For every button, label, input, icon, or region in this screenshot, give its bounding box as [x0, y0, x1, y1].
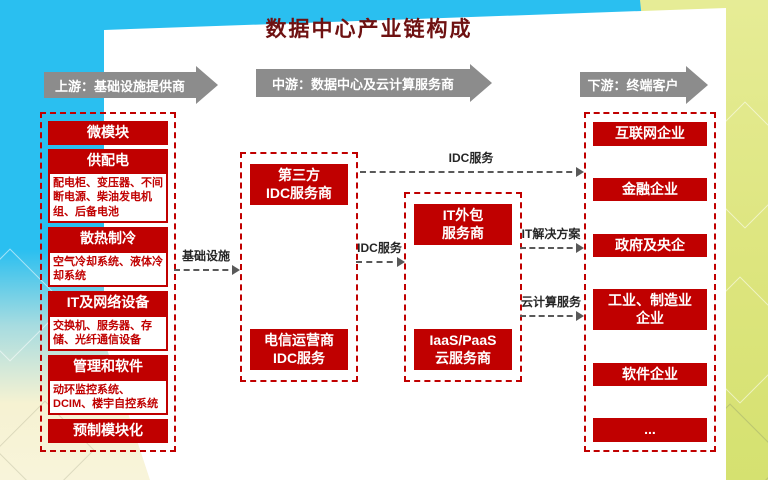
dashed-arrow	[356, 257, 405, 268]
cloud-provider-it-outsourcing: IT外包 服务商	[414, 204, 512, 245]
flow-cloud-service: 云计算服务	[520, 295, 584, 322]
upstream-item-management: 管理和软件 动环监控系统、DCIM、楼宇自控系统	[48, 355, 168, 416]
flow-it-solution: IT解决方案	[520, 227, 584, 254]
dashed-arrow	[174, 265, 240, 276]
flow-idc-service-top: IDC服务	[360, 151, 584, 178]
upstream-item-cooling-title: 散热制冷	[48, 227, 168, 251]
upstream-group: 微模块 供配电 配电柜、变压器、不间断电源、柴油发电机组、后备电池 散热制冷 空…	[40, 112, 176, 452]
cloud-provider-iaas-paas: IaaS/PaaS 云服务商	[414, 329, 512, 370]
idc-provider-thirdparty: 第三方 IDC服务商	[250, 164, 348, 205]
customer-internet: 互联网企业	[593, 122, 707, 146]
flow-idc-service-mid: IDC服务	[356, 241, 405, 268]
customer-government: 政府及央企	[593, 233, 707, 258]
upstream-item-cooling: 散热制冷 空气冷却系统、液体冷却系统	[48, 227, 168, 288]
flow-idc-service-mid-label: IDC服务	[357, 241, 402, 255]
upstream-item-it-network: IT及网络设备 交换机、服务器、存储、光纤通信设备	[48, 291, 168, 352]
upstream-item-power-detail: 配电柜、变压器、不间断电源、柴油发电机组、后备电池	[48, 172, 168, 223]
upstream-item-micromodule: 微模块	[48, 121, 168, 145]
stage-arrow-downstream-label: 下游：终端客户	[587, 78, 679, 93]
stage-arrow-midstream: 中游：数据中心及云计算服务商	[256, 69, 470, 97]
stage-arrow-upstream: 上游：基础设施提供商	[44, 72, 196, 98]
upstream-item-power: 供配电 配电柜、变压器、不间断电源、柴油发电机组、后备电池	[48, 148, 168, 223]
stage-arrow-downstream: 下游：终端客户	[580, 72, 686, 97]
customer-others: ...	[593, 418, 707, 442]
flow-idc-service-top-label: IDC服务	[448, 151, 494, 165]
page-title: 数据中心产业链构成	[265, 18, 473, 41]
dashed-arrow	[520, 311, 584, 322]
idc-provider-group: 第三方 IDC服务商 电信运营商 IDC服务	[240, 152, 358, 382]
cloud-provider-group: IT外包 服务商 IaaS/PaaS 云服务商	[404, 192, 522, 382]
flow-it-solution-label: IT解决方案	[521, 227, 581, 241]
dashed-arrow	[520, 243, 584, 254]
upstream-item-it-network-detail: 交换机、服务器、存储、光纤通信设备	[48, 314, 168, 352]
upstream-item-it-network-title: IT及网络设备	[48, 291, 168, 315]
upstream-item-prefab: 预制模块化	[48, 419, 168, 443]
customer-industry: 工业、制造业 企业	[593, 289, 707, 331]
upstream-item-cooling-detail: 空气冷却系统、液体冷却系统	[48, 250, 168, 288]
upstream-item-power-title: 供配电	[48, 148, 168, 173]
customer-software: 软件企业	[593, 362, 707, 387]
flow-cloud-service-label: 云计算服务	[520, 295, 581, 309]
upstream-item-management-title: 管理和软件	[48, 355, 168, 379]
upstream-item-management-detail: 动环监控系统、DCIM、楼宇自控系统	[48, 378, 168, 416]
customer-finance: 金融企业	[593, 177, 707, 202]
flow-infrastructure: 基础设施	[174, 249, 240, 276]
customer-group: 互联网企业 金融企业 政府及央企 工业、制造业 企业 软件企业 ...	[584, 112, 716, 452]
dashed-arrow	[360, 167, 584, 178]
flow-infrastructure-label: 基础设施	[181, 249, 230, 263]
stage-arrow-midstream-label: 中游：数据中心及云计算服务商	[271, 76, 454, 92]
stage-arrow-upstream-label: 上游：基础设施提供商	[54, 78, 185, 94]
idc-provider-telecom: 电信运营商 IDC服务	[250, 329, 348, 370]
